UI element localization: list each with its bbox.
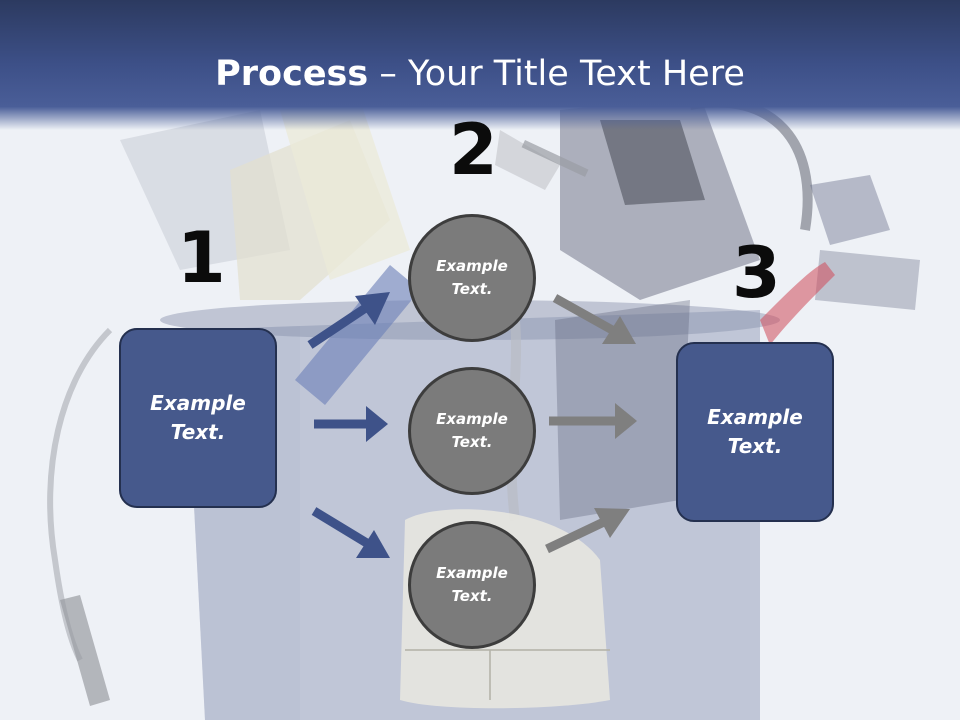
title-bold: Process (215, 54, 369, 94)
arrow-blue-up (307, 292, 390, 349)
step-number-3: 3 (732, 232, 781, 314)
title-bar (0, 0, 960, 130)
arrow-gray-right (549, 403, 637, 439)
step-3-box[interactable]: Example Text. (676, 342, 834, 522)
step-number-1: 1 (177, 217, 226, 299)
step-1-box[interactable]: Example Text. (119, 328, 277, 508)
step-2-circle-bottom[interactable]: Example Text. (408, 521, 536, 649)
slide-title: Process – Your Title Text Here (0, 52, 960, 96)
title-rest: – Your Title Text Here (368, 54, 745, 94)
arrow-gray-up (545, 508, 630, 554)
step-2-circle-middle[interactable]: Example Text. (408, 367, 536, 495)
step-2-circle-top[interactable]: Example Text. (408, 214, 536, 342)
arrow-blue-right (314, 406, 388, 442)
step-number-2: 2 (449, 109, 498, 191)
arrow-blue-down (311, 507, 390, 558)
arrow-gray-down (552, 294, 636, 344)
